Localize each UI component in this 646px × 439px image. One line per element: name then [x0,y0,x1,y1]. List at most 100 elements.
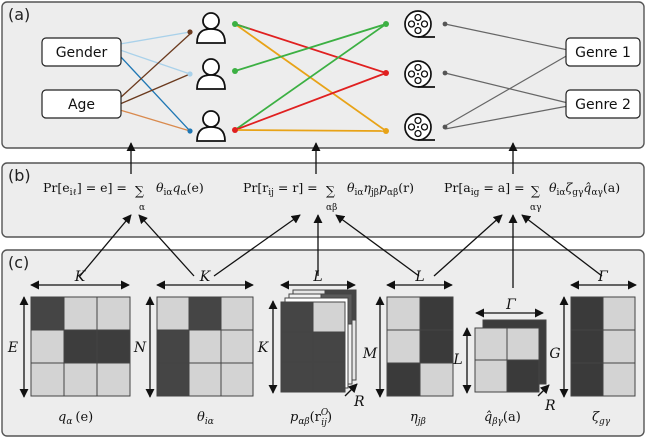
eq2-theta-sub: iα [355,188,364,198]
eq1-lhs: Pr[e [43,180,70,195]
film-reel-icon [404,113,435,141]
dot-user3-right [232,127,238,133]
matrix-cells [474,327,540,393]
eq1-tail: (e) [187,180,204,195]
film-reel-icon [404,10,435,38]
caption-sub: gγ [599,417,611,427]
panel-a-label: (a) [8,5,30,24]
caption-sub: jβ [416,417,426,427]
eq2-eta: η [364,180,372,195]
caption-sup: O [321,408,329,418]
panel-a [1,1,645,149]
depth-label: R [544,398,556,414]
eq3-mid: = a] = [479,180,524,195]
matrix-theta: K N θiα [133,269,254,427]
user-icons [196,12,226,142]
eq2-eta-sub: jβ [370,188,379,198]
arrow-zeta-eq3 [521,214,603,277]
eq3-lhs-sub: ig [471,188,480,198]
eq3-theta: θ [549,180,557,195]
eq3-zeta: ζ [566,180,574,195]
caption-end: ) [327,410,332,425]
eq1-lhs-sub: iℓ [70,188,77,198]
matrix-cells [156,296,254,397]
matrix-zeta: Γ G ζgγ [549,269,637,427]
panel-b [1,162,645,238]
matrix-cells [386,296,454,397]
matrix-cells [570,296,636,397]
eq3-qhat: q̂ [583,180,591,195]
link-age-user2 [119,73,191,105]
dot-user1-left [187,29,193,35]
arrow-eta-eq3 [433,214,503,277]
svg-text:Pr[eiℓ] = e] =: Pr[eiℓ] = e] = [43,180,127,198]
genre1-box [565,37,641,67]
dim-label-top: L [414,269,424,285]
caption-tail: (a) [503,410,521,425]
dot-user2-left [187,71,193,77]
link-u3-f2 [234,72,387,131]
eq2-p: p [379,180,387,195]
link-u3-f1 [234,23,387,131]
caption-main: η [410,410,418,425]
genre1-label: Genre 1 [575,45,631,61]
eq2-theta: θ [347,180,355,195]
dot-user2-right [232,68,238,74]
film-reel-icon [404,60,435,88]
svg-text:θiαζgγq̂αγ(a): θiαζgγq̂αγ(a) [549,180,620,198]
caption-main: q̂ [484,410,492,425]
caption-sub2: ij [321,418,327,428]
svg-text:θiα: θiα [197,410,214,427]
equation-attribute: Pr[eiℓ] = e] = ∑ α θiαqα(e) [43,180,204,213]
svg-text:Pr[rij = r] =: Pr[rij = r] = [243,180,318,198]
depth-arrow [344,383,358,397]
depth-label: R [353,394,365,410]
arrows-c-to-b [79,214,603,288]
equation-genre: Pr[aig = a] = ∑ αγ θiαζgγq̂αγ(a) [444,180,620,213]
dot-film1-right [442,21,448,27]
dot-film3-left [383,128,389,134]
matrix-eta: L M ηjβ [362,269,454,427]
matrix-qhat: Γ L R q̂βγ(a) [452,297,556,427]
eq3-sum: ∑ [531,183,540,198]
panel-b-label: (b) [8,166,31,185]
link-gender-user3 [119,55,191,132]
caption-sub: iα [205,417,214,427]
link-f3-g2 [444,105,569,130]
dim-label-left: N [133,340,147,356]
dot-film2-right [442,70,448,76]
genre2-box [565,89,641,119]
svg-text:q̂βγ(a): q̂βγ(a) [484,410,521,427]
eq3-zeta-sub: gγ [572,188,583,198]
eq2-sum: ∑ [326,183,335,198]
arrows-b-to-a [126,142,518,174]
caption-main: p [290,410,299,425]
user-icon [196,12,226,44]
dim-label-left: M [362,346,378,362]
eq3-tail: (a) [603,180,620,195]
eq1-q-sub: α [181,188,187,198]
eq1-sum-sub: α [139,203,145,213]
link-u1-f2 [234,23,387,74]
link-u2-f1 [234,23,387,72]
eq2-tail: (r) [398,180,414,195]
eq1-mid: ] = e] = [77,180,127,195]
arrow-theta-eq1 [138,214,195,277]
gender-label: Gender [56,45,108,61]
age-box [41,89,122,119]
genre2-label: Genre 2 [575,97,631,113]
attribute-user-links [119,29,193,134]
dim-label-left: K [257,340,270,356]
panel-c-label: (c) [8,253,29,272]
svg-text:ζgγ: ζgγ [592,410,611,427]
caption-sub: αβ [298,417,309,427]
eq2-mid: = r] = [274,180,318,195]
matrix-cells [280,301,346,393]
film-icons [404,10,435,141]
link-age-user3 [119,109,191,132]
caption-main: q [58,410,66,425]
eq1-sum: ∑ [135,183,144,198]
matrix-cells [30,296,131,397]
equation-rating: Pr[rij = r] = ∑ αβ θiαηjβpαβ(r) [243,180,414,213]
